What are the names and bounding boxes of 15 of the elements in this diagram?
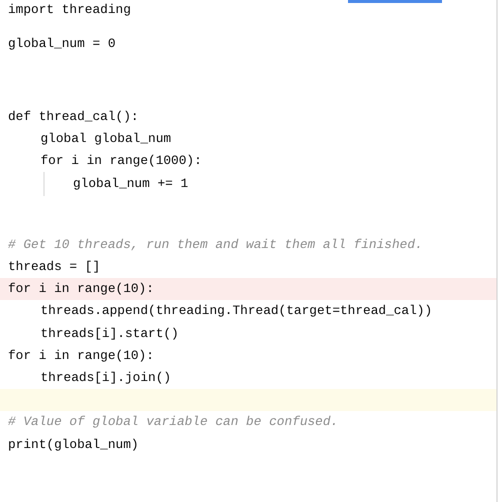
code-line: import threading: [8, 1, 131, 19]
code-line: for i in range(10):: [8, 347, 154, 365]
code-comment: # Value of global variable can be confused.: [8, 413, 338, 431]
code-line: threads = []: [8, 258, 100, 276]
code-line: def thread_cal():: [8, 108, 139, 126]
code-line: for i in range(10):: [8, 280, 154, 298]
code-line: threads[i].start(): [40, 325, 179, 343]
code-line: global_num = 0: [8, 35, 116, 53]
code-comment: # Get 10 threads, run them and wait them all finished.: [8, 236, 423, 254]
code-line: threads[i].join(): [40, 369, 172, 387]
code-line: global_num += 1: [73, 175, 188, 193]
code-line: for i in range(1000):: [40, 152, 202, 170]
code-line: print(global_num): [8, 436, 139, 454]
code-line: global global_num: [40, 130, 172, 148]
code-line: threads.append(threading.Thread(target=thread_cal)): [40, 302, 432, 320]
